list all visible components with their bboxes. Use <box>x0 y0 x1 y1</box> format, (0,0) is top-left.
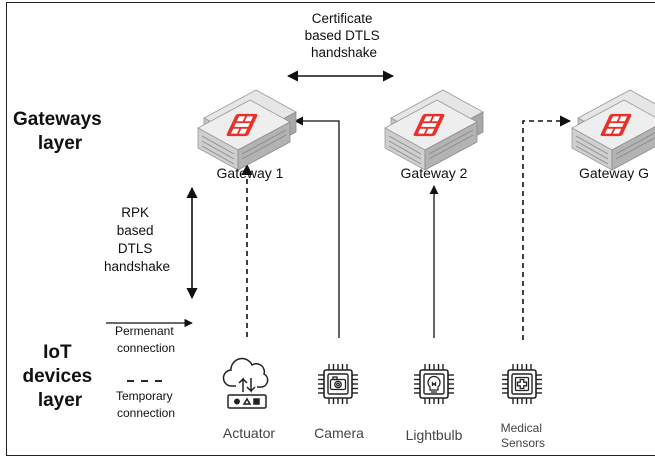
diagram-border <box>6 2 655 456</box>
iot-layer-title-line3: layer <box>38 390 83 411</box>
gateway-server-icon <box>571 89 655 171</box>
lightbulb-chip-icon <box>413 363 455 405</box>
camera-chip-icon <box>317 363 359 405</box>
gateway-2-label: Gateway 2 <box>401 165 468 181</box>
medical-sensors-label: Medical Sensors <box>501 421 546 450</box>
iot-layer-title-line2: devices <box>22 366 92 387</box>
camera-label: Camera <box>314 425 364 441</box>
rpk-handshake-label: RPK based DTLS handshake <box>104 205 170 274</box>
camera-gateway1-connection <box>294 116 340 338</box>
gateway-server-icon <box>384 89 484 171</box>
legend-temporary-label: Temporary connection <box>116 389 176 420</box>
gateway-server-icon <box>197 89 297 171</box>
gateways-layer-title: Gateways layer <box>13 109 107 154</box>
gateway-1-label: Gateway 1 <box>217 165 284 181</box>
actuator-label: Actuator <box>223 425 275 441</box>
legend-permanent-label: Permenant connection <box>115 324 177 355</box>
gateways-layer-title-line2: layer <box>38 133 83 154</box>
iot-layer-title: IoT devices layer <box>22 342 97 411</box>
gateways-layer-title-line1: Gateways <box>13 109 102 130</box>
lightbulb-label: Lightbulb <box>406 427 463 443</box>
iot-layer-title-line1: IoT <box>43 342 72 363</box>
medical-gatewayg-connection <box>522 115 572 340</box>
certificate-handshake-label: Certificate based DTLS handshake <box>305 11 384 60</box>
actuator-cloud-icon <box>222 357 269 409</box>
gateway-g-label: Gateway G <box>579 165 649 181</box>
medical-chip-icon <box>501 363 543 405</box>
